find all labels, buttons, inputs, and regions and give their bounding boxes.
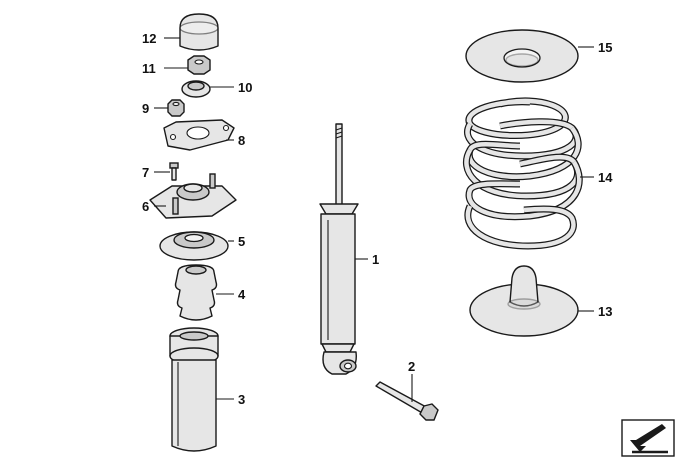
callout-1: 1 — [372, 252, 379, 267]
bolt-part[interactable] — [169, 162, 179, 181]
nut-part[interactable] — [187, 55, 211, 75]
mounting-plate-part[interactable] — [163, 119, 235, 151]
bump-stop-part[interactable] — [174, 264, 218, 321]
callout-13: 13 — [598, 304, 612, 319]
callout-9: 9 — [142, 101, 149, 116]
support-bearing-part[interactable] — [159, 231, 229, 261]
washer-part[interactable] — [181, 80, 211, 98]
callout-14: 14 — [598, 170, 613, 185]
self-locking-nut-part[interactable] — [167, 99, 185, 117]
upper-spring-pad-part[interactable] — [465, 29, 579, 83]
callout-11: 11 — [142, 61, 156, 76]
callout-8: 8 — [238, 133, 245, 148]
lower-spring-pad-part[interactable] — [469, 265, 579, 337]
callout-2: 2 — [408, 359, 415, 374]
callout-3: 3 — [238, 392, 245, 407]
upper-mount-part[interactable] — [149, 173, 237, 219]
hex-bolt-part[interactable] — [375, 381, 439, 421]
callout-6: 6 — [142, 199, 149, 214]
callout-7: 7 — [142, 165, 149, 180]
callout-15: 15 — [598, 40, 612, 55]
arrow-down-left-icon[interactable] — [621, 419, 675, 457]
callout-10: 10 — [238, 80, 252, 95]
callout-12: 12 — [142, 31, 156, 46]
shock-absorber-part[interactable] — [319, 123, 359, 375]
protective-tube-part[interactable] — [169, 327, 219, 452]
leader-lines — [154, 37, 594, 402]
callout-4: 4 — [238, 287, 246, 302]
callout-labels: 1 2 3 4 5 6 7 8 9 10 11 12 13 14 15 — [142, 31, 613, 407]
coil-spring-part[interactable] — [462, 97, 583, 250]
protective-cap-part[interactable] — [179, 13, 219, 51]
callout-5: 5 — [238, 234, 245, 249]
